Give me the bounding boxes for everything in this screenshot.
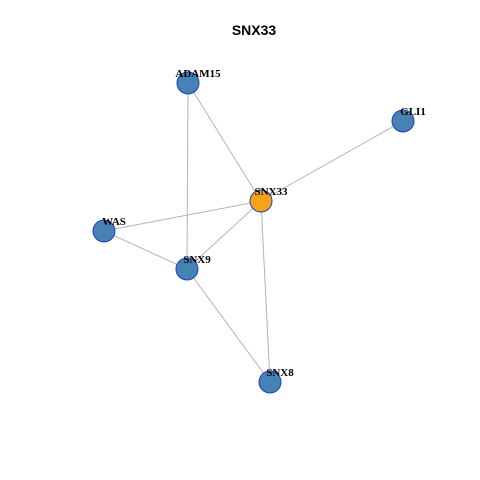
- node-label-adam15: ADAM15: [175, 68, 221, 80]
- edge-adam15-snx33: [187, 82, 262, 202]
- edge-adam15-snx9: [186, 82, 189, 270]
- edge-snx9-snx8: [186, 268, 271, 383]
- edge-snx9-snx33: [186, 200, 262, 270]
- edge-was-snx33: [103, 200, 262, 232]
- node-gli1: [391, 109, 415, 133]
- node-label-was: WAS: [102, 216, 126, 228]
- edge-gli1-snx33: [260, 120, 404, 202]
- node-label-gli1: GLI1: [400, 106, 426, 118]
- node-snx33: [249, 189, 273, 213]
- node-snx8: [258, 370, 282, 394]
- node-adam15: [176, 71, 200, 95]
- graph-title: SNX33: [232, 22, 277, 38]
- node-label-snx33: SNX33: [254, 186, 288, 198]
- edge-snx33-snx8: [260, 200, 271, 383]
- node-layer: [92, 71, 415, 394]
- node-label-snx8: SNX8: [266, 367, 294, 379]
- edge-layer: [103, 82, 404, 383]
- edge-was-snx9: [103, 230, 188, 270]
- node-label-snx9: SNX9: [183, 254, 211, 266]
- node-was: [92, 219, 116, 243]
- node-snx9: [175, 257, 199, 281]
